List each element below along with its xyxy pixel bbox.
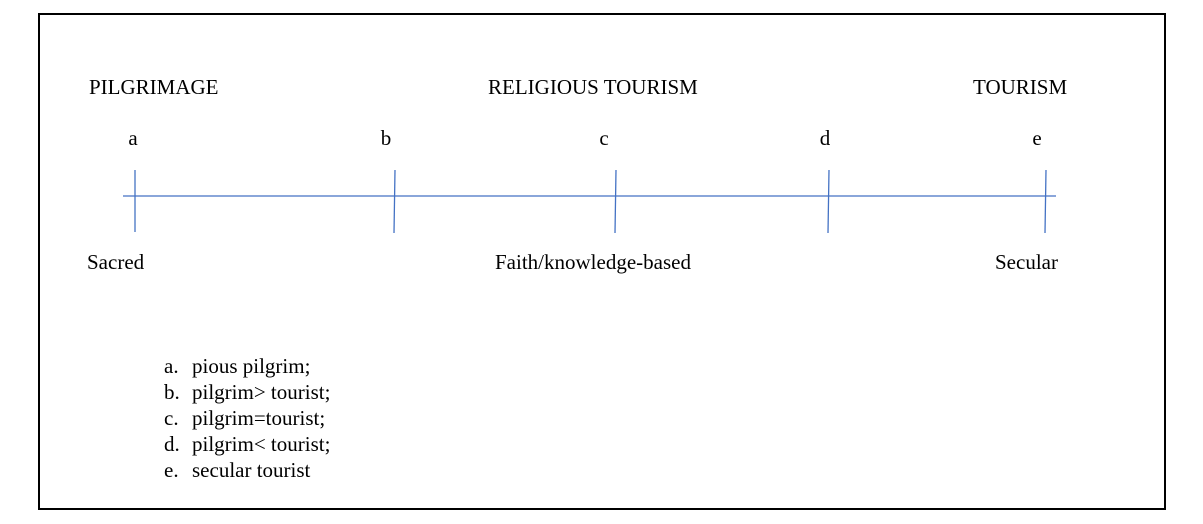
legend-item-e: e. secular tourist bbox=[164, 457, 330, 483]
point-letter-b: b bbox=[380, 126, 392, 150]
legend-text: secular tourist bbox=[192, 458, 311, 482]
category-tourism: TOURISM bbox=[973, 75, 1068, 99]
legend-list: a. pious pilgrim; b. pilgrim> tourist; c. p… bbox=[164, 353, 330, 483]
legend-item-d: d. pilgrim< tourist; bbox=[164, 431, 330, 457]
legend-marker: b. bbox=[164, 380, 180, 404]
legend-marker: d. bbox=[164, 432, 180, 456]
legend-item-b: b. pilgrim> tourist; bbox=[164, 379, 330, 405]
legend-text: pilgrim=tourist; bbox=[192, 406, 326, 430]
legend-marker: e. bbox=[164, 458, 179, 482]
legend-text: pious pilgrim; bbox=[192, 354, 311, 378]
legend-item-c: c. pilgrim=tourist; bbox=[164, 405, 330, 431]
point-letter-c: c bbox=[599, 126, 609, 150]
category-pilgrimage: PILGRIMAGE bbox=[89, 75, 219, 99]
point-letter-e: e bbox=[1032, 126, 1042, 150]
scale-label-secular: Secular bbox=[995, 250, 1058, 274]
point-letter-a: a bbox=[128, 126, 138, 150]
legend-text: pilgrim> tourist; bbox=[192, 380, 331, 404]
scale-label-sacred: Sacred bbox=[87, 250, 145, 274]
diagram-frame bbox=[38, 13, 1166, 510]
legend-marker: a. bbox=[164, 354, 179, 378]
legend-text: pilgrim< tourist; bbox=[192, 432, 331, 456]
legend-item-a: a. pious pilgrim; bbox=[164, 353, 330, 379]
scale-label-faith-knowledge: Faith/knowledge-based bbox=[495, 250, 691, 274]
category-religious-tourism: RELIGIOUS TOURISM bbox=[488, 75, 698, 99]
legend-marker: c. bbox=[164, 406, 179, 430]
point-letter-d: d bbox=[819, 126, 831, 150]
